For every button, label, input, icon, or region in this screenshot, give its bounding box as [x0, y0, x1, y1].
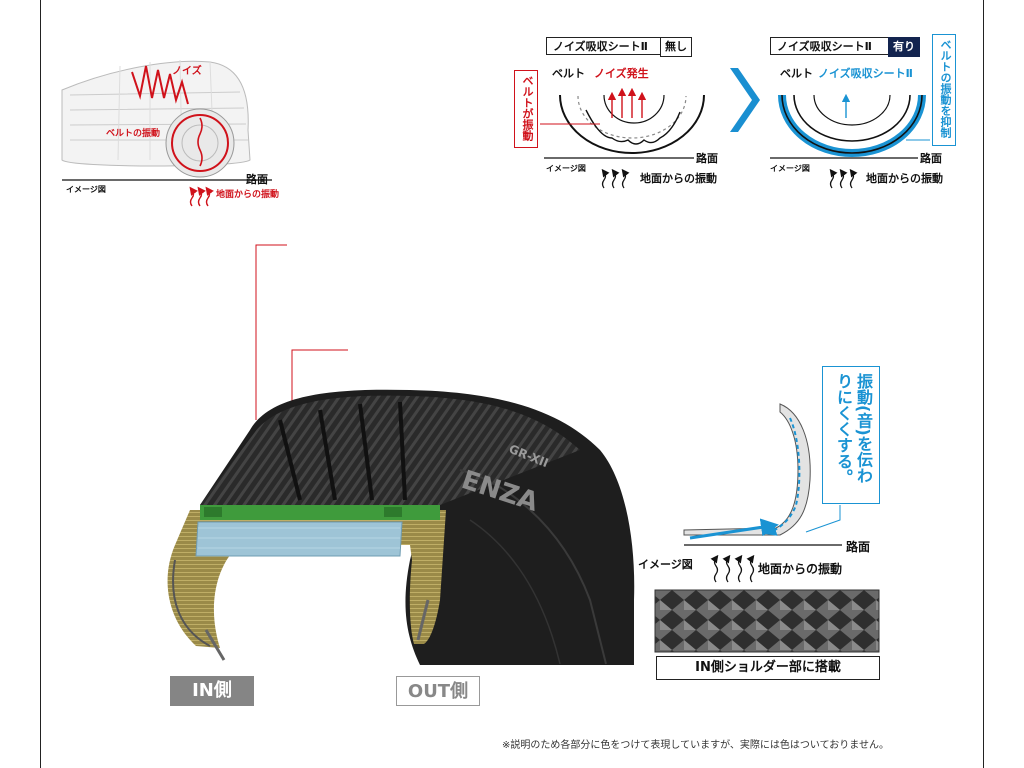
with-sheet-tag: 有り	[888, 37, 920, 57]
without-ground-vibration: 地面からの振動	[640, 172, 717, 185]
without-sheet-title: ノイズ吸収シートⅡ	[553, 40, 648, 53]
noise-generated-label: ノイズ発生	[594, 67, 649, 80]
shoulder-image-note: イメージ図	[638, 558, 693, 571]
without-road-label: 路面	[696, 152, 718, 165]
belt-vibration-label: ベルトの振動	[106, 129, 161, 139]
belt-vibrates-label: ベルトが振動	[514, 70, 538, 148]
with-belt-label: ベルト	[780, 67, 813, 80]
car-wheel-illustration	[61, 59, 272, 207]
shoulder-closeup	[654, 403, 880, 653]
suppress-vibration-label: ベルトの振動を抑制	[932, 34, 956, 146]
noise-label: ノイズ	[172, 66, 202, 77]
tire-cutaway: ENZA GR-XII	[167, 389, 635, 665]
with-sheet-title: ノイズ吸収シートⅡ	[777, 40, 872, 53]
with-ground-vibration: 地面からの振動	[866, 172, 943, 185]
page-border-right	[983, 0, 984, 768]
with-sheet-diagram	[770, 93, 930, 189]
shoulder-caption: IN側ショルダー部に搭載	[656, 656, 880, 680]
with-sheet-title-box: ノイズ吸収シートⅡ 有り	[770, 37, 920, 57]
image-note-label: イメージ図	[66, 185, 106, 194]
without-image-note: イメージ図	[546, 164, 586, 173]
shoulder-road-label: 路面	[846, 540, 871, 554]
noise-absorbing-label: ノイズ吸収シートⅡ	[818, 67, 913, 80]
without-belt-label: ベルト	[552, 67, 585, 80]
with-road-label: 路面	[920, 152, 942, 165]
transition-arrow-icon	[730, 68, 760, 132]
shoulder-ground-vibration: 地面からの振動	[758, 562, 843, 576]
without-sheet-diagram	[540, 87, 705, 189]
without-sheet-tag: 無し	[660, 37, 692, 57]
out-side-label: OUT側	[396, 676, 480, 706]
footnote: ※説明のため各部分に色をつけて表現していますが、実際には色はついておりません。	[502, 740, 889, 751]
in-side-label: IN側	[170, 676, 254, 706]
without-sheet-title-box: ノイズ吸収シートⅡ 無し	[546, 37, 692, 57]
page-border-left	[40, 0, 41, 768]
ground-vibration-label: 地面からの振動	[216, 190, 280, 200]
with-image-note: イメージ図	[770, 164, 810, 173]
leader-line-belt	[255, 244, 287, 420]
shoulder-callout: 振動(音)を伝わりにくくする。	[822, 366, 880, 504]
road-label: 路面	[246, 173, 268, 186]
